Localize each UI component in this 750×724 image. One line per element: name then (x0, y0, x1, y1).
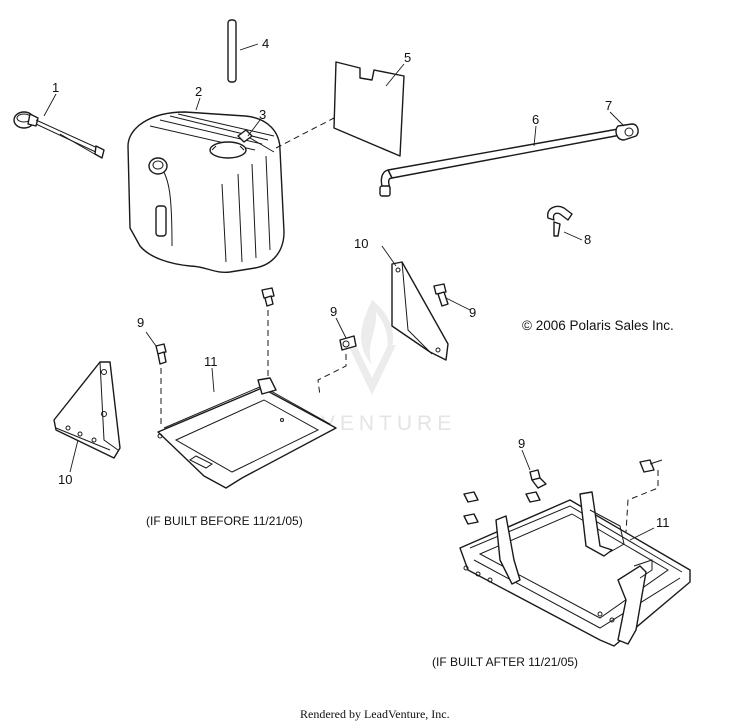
callout-11-before: 11 (204, 354, 218, 369)
callout-10-left: 10 (58, 472, 72, 487)
callout-10-right: 10 (354, 236, 368, 251)
callout-9-center: 9 (330, 304, 337, 319)
callout-2: 2 (195, 84, 202, 99)
part-5-pad (333, 61, 405, 157)
part-2-fuel-tank (127, 111, 285, 274)
part-11-skid-shield-before (157, 377, 337, 489)
copyright-text: © 2006 Polaris Sales Inc. (522, 318, 674, 333)
callout-9-after: 9 (518, 436, 525, 451)
frame-after-assembly (459, 491, 691, 647)
part-9-bolt-right (433, 283, 449, 307)
bolts-after-assembly (463, 459, 663, 525)
callout-5: 5 (404, 50, 411, 65)
part-10-bracket-left (53, 361, 121, 459)
part-9-bolt-left (155, 343, 167, 365)
callout-7: 7 (605, 98, 612, 113)
callout-9-right: 9 (469, 305, 476, 320)
callout-6: 6 (532, 112, 539, 127)
leader-lines (43, 43, 655, 541)
callout-3: 3 (259, 107, 266, 122)
part-7-clamp (615, 123, 639, 141)
callout-4: 4 (262, 36, 269, 51)
note-built-before: (IF BUILT BEFORE 11/21/05) (146, 514, 303, 528)
dash-after-bolt (625, 470, 659, 533)
callout-9-left: 9 (137, 315, 144, 330)
part-9-bolt-center (339, 335, 357, 351)
part-6-fuel-line (379, 127, 627, 197)
dash-center-bolt (317, 354, 347, 397)
part-9-bolt-shield (261, 287, 275, 307)
callout-1: 1 (52, 80, 59, 95)
part-4-hose (227, 19, 237, 83)
part-8-clip (547, 205, 573, 237)
part-1-fuel-gauge (13, 111, 105, 159)
part-10-bracket-right (391, 261, 449, 361)
note-built-after: (IF BUILT AFTER 11/21/05) (432, 655, 578, 669)
tank-to-pad-dash (275, 117, 335, 149)
footer-credit: Rendered by LeadVenture, Inc. (300, 707, 450, 721)
callout-8: 8 (584, 232, 591, 247)
part-3-fitting (237, 129, 275, 153)
callout-11-after: 11 (656, 515, 670, 530)
